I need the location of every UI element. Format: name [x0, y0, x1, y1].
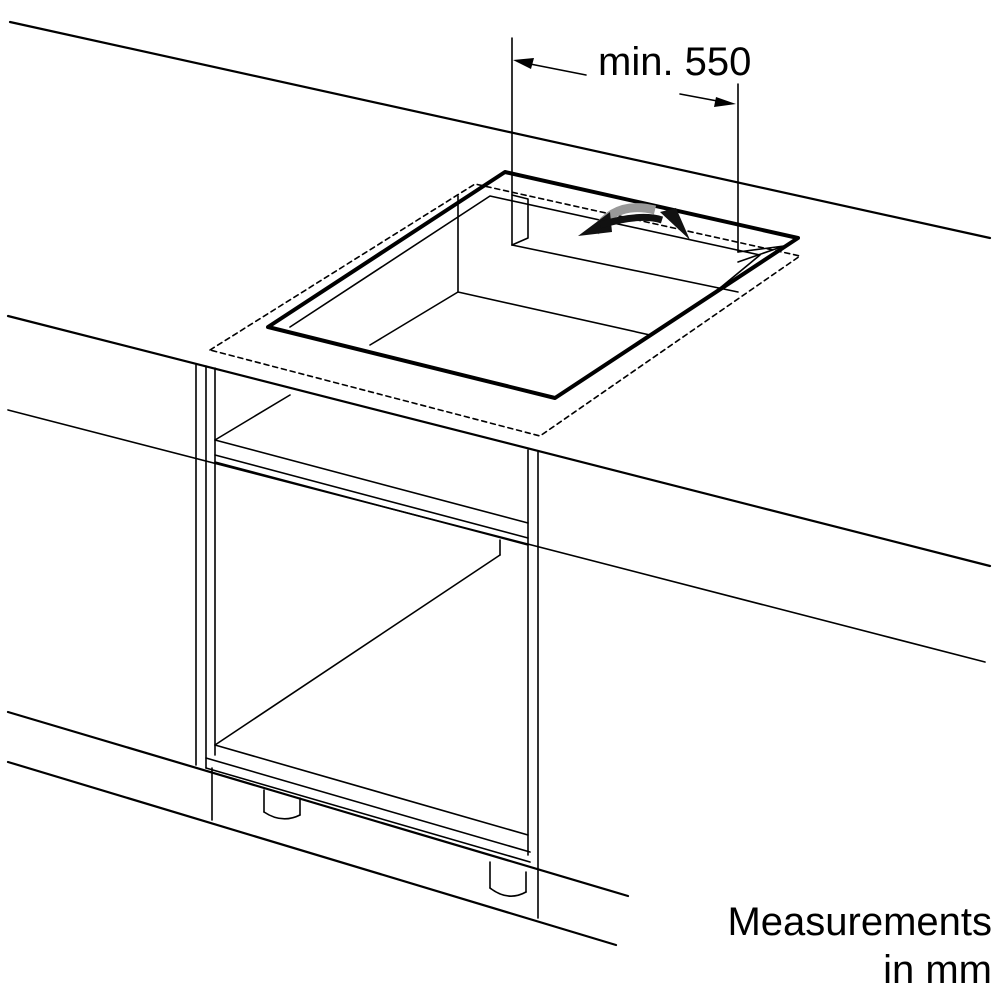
countertop-front-edge: [6, 314, 992, 568]
hob-outline-dashed: [209, 183, 801, 437]
dimension-arrow-left-head: [513, 58, 534, 69]
cutout-inner-bottom: [369, 291, 459, 346]
plinth-bottom-line: [6, 760, 618, 947]
countertop-back-edge: [8, 20, 992, 240]
measurement-note-line2: in mm: [883, 948, 992, 992]
cabinet-foot-right: [489, 861, 527, 897]
cutout-outer-edge: [266, 170, 800, 400]
dimension-arrow-right-head: [714, 97, 736, 107]
cutout-rail-left-block: [511, 194, 529, 246]
cabinet-foot-left: [263, 789, 301, 820]
cutout-rail-right-block: [737, 245, 785, 263]
plinth-top-line: [6, 710, 630, 898]
measurement-note-line1: Measurements: [727, 900, 992, 944]
dimension-label: min. 550: [598, 40, 752, 84]
rotate-arrow-icon: [578, 203, 690, 240]
cutout-inner-back: [289, 195, 761, 328]
base-cabinet: [195, 364, 539, 919]
cutout-rear-rail: [511, 244, 739, 293]
